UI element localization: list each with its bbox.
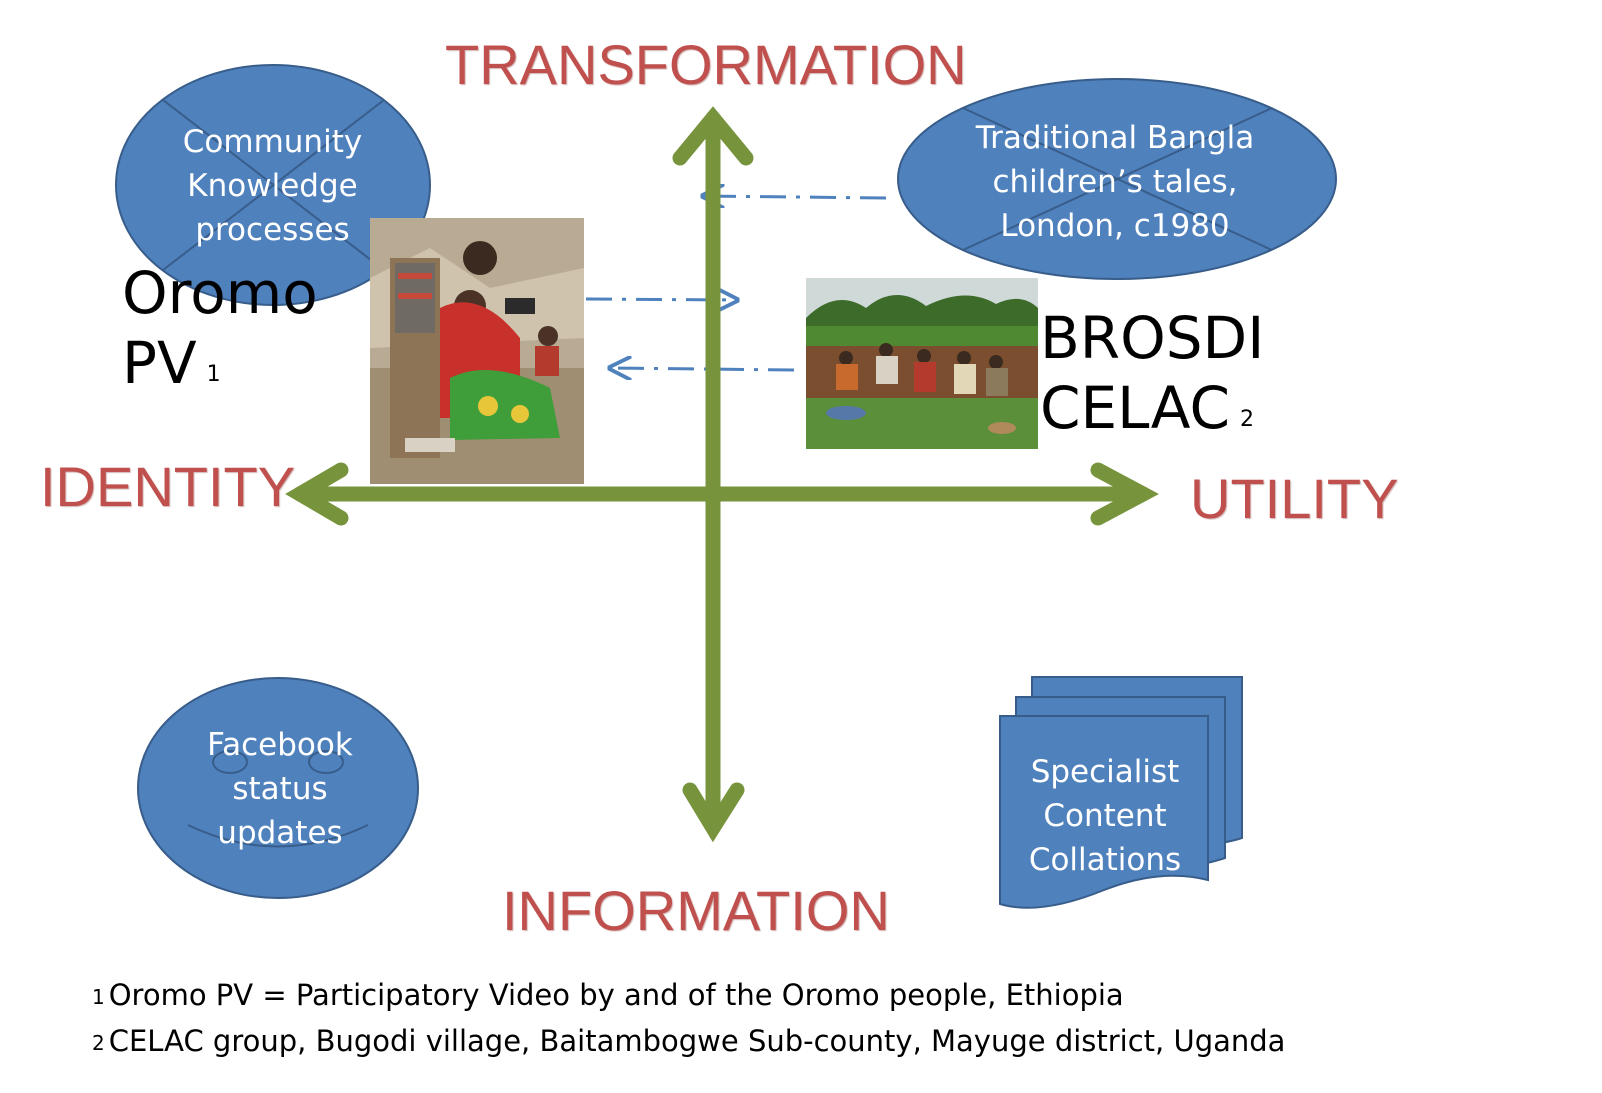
oromo-pv-label: Oromo PV 1 xyxy=(122,258,318,398)
specialist-line-1: Specialist xyxy=(1030,754,1180,790)
specialist-line-3: Collations xyxy=(1028,842,1182,878)
footnote-2-marker: 2 xyxy=(92,1031,105,1055)
bangla-tales-text: Traditional Bangla children’s tales, Lon… xyxy=(960,116,1270,248)
bangla-line-3: London, c1980 xyxy=(1000,208,1230,244)
oromo-note-marker: 1 xyxy=(206,362,221,387)
brosdi-line-2: CELAC xyxy=(1040,374,1230,442)
arrowhead-right xyxy=(1090,462,1159,526)
facebook-line-2: status xyxy=(232,771,328,807)
axis-label-information: INFORMATION xyxy=(502,879,890,942)
bangla-line-1: Traditional Bangla xyxy=(975,120,1255,156)
community-line-2: Knowledge xyxy=(187,168,358,204)
community-line-1: Community xyxy=(182,124,363,160)
facebook-status-text: Facebook status updates xyxy=(180,723,380,855)
footnote-2-text: CELAC group, Bugodi village, Baitambogwe… xyxy=(108,1024,1286,1058)
arrowhead-down xyxy=(682,782,745,843)
oromo-line-2: PV xyxy=(122,329,197,397)
footnote-1-text: Oromo PV = Participatory Video by and of… xyxy=(108,978,1124,1012)
community-knowledge-ellipse xyxy=(115,64,431,306)
facebook-line-1: Facebook xyxy=(207,727,353,763)
oromo-line-1: Oromo xyxy=(122,259,318,327)
brosdi-line-1: BROSDI xyxy=(1040,304,1265,372)
axis-label-utility: UTILITY xyxy=(1190,467,1399,530)
dashed-arrow-brosdi-to-oromo xyxy=(610,368,795,370)
community-line-3: processes xyxy=(195,212,350,248)
specialist-documents-shape xyxy=(999,676,1243,909)
dashed-arrow-bangla-to-axis xyxy=(703,196,887,198)
specialist-content-text: Specialist Content Collations xyxy=(1005,750,1205,882)
oromo-pv-photo xyxy=(370,218,584,484)
community-knowledge-text: Community Knowledge processes xyxy=(150,120,395,252)
specialist-line-2: Content xyxy=(1043,798,1167,834)
facebook-line-3: updates xyxy=(217,815,343,851)
axis-label-transformation: TRANSFORMATION xyxy=(445,33,967,96)
bangla-line-2: children’s tales, xyxy=(992,164,1238,200)
bangla-tales-ellipse xyxy=(897,78,1337,280)
axes xyxy=(285,106,1159,843)
brosdi-celac-photo xyxy=(806,278,1038,449)
brosdi-note-marker: 2 xyxy=(1239,407,1254,432)
brosdi-celac-label: BROSDI CELAC 2 xyxy=(1040,303,1264,443)
footnote-1-marker: 1 xyxy=(92,985,105,1009)
facebook-smiley-ellipse xyxy=(137,677,419,899)
axis-label-identity: IDENTITY xyxy=(40,455,296,518)
arrowhead-left xyxy=(285,462,349,526)
arrowhead-up xyxy=(672,106,754,166)
